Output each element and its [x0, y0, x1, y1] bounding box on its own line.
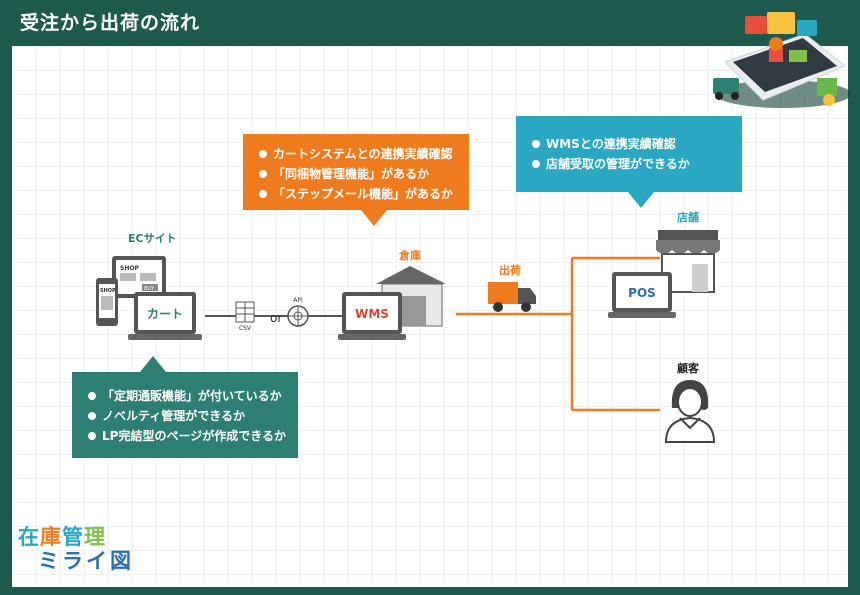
callout-item: 店舗受取の管理ができるか [530, 154, 728, 174]
buy-label: BUY [144, 286, 155, 292]
store-callout: WMSとの連携実績確認 店舗受取の管理ができるか [516, 116, 742, 192]
store-node-icon: POS [608, 230, 720, 318]
warehouse-callout: カートシステムとの連携実績確認 「同梱物管理機能」があるか 「ステップメール機能… [243, 134, 469, 210]
api-label: API [293, 297, 303, 304]
page-title: 受注から出荷の流れ [20, 12, 201, 34]
wms-label: WMS [355, 307, 389, 321]
callout-item: ノベルティ管理ができるか [86, 406, 284, 426]
truck-icon [488, 282, 536, 312]
ec-callout-pointer [140, 356, 166, 372]
ec-devices-icon: SHOP BUY SHOP カート [96, 256, 202, 340]
store-label: 店舗 [677, 211, 699, 224]
shop-label-b: SHOP [100, 288, 116, 294]
callout-item: WMSとの連携実績確認 [530, 134, 728, 154]
shop-label-a: SHOP [120, 265, 139, 272]
callout-item: 「同梱物管理機能」があるか [257, 164, 455, 184]
brand-char: 在 [18, 526, 40, 549]
ecommerce-illustration-icon [713, 12, 851, 108]
customer-label: 顧客 [677, 362, 699, 375]
warehouse-callout-pointer [361, 210, 387, 226]
pos-label: POS [628, 286, 656, 300]
warehouse-node-icon: WMS [338, 266, 446, 340]
ec-callout: 「定期通販機能」が付いているか ノベルティ管理ができるか LP完結型のページが作… [72, 372, 298, 458]
callout-item: 「ステップメール機能」があるか [257, 184, 455, 204]
customer-person-icon [664, 380, 716, 443]
callout-item: 「定期通販機能」が付いているか [86, 386, 284, 406]
or-label: or [270, 311, 282, 325]
cart-label: カート [147, 307, 183, 321]
callout-item: カートシステムとの連携実績確認 [257, 144, 455, 164]
callout-item: LP完結型のページが作成できるか [86, 426, 286, 446]
brand-char: 理 [84, 526, 106, 549]
brand-char: 管 [62, 526, 84, 549]
warehouse-label: 倉庫 [399, 249, 421, 262]
integration-icons: CSV or API [235, 297, 309, 332]
brand-subtitle: ミライ図 [38, 550, 134, 573]
ec-site-label: ECサイト [128, 232, 177, 245]
brand-char: 庫 [40, 526, 62, 549]
shipping-label: 出荷 [499, 264, 521, 277]
csv-label: CSV [239, 325, 252, 332]
brand-logo: 在庫管理 ミライ図 [18, 526, 134, 574]
store-callout-pointer [628, 192, 654, 208]
